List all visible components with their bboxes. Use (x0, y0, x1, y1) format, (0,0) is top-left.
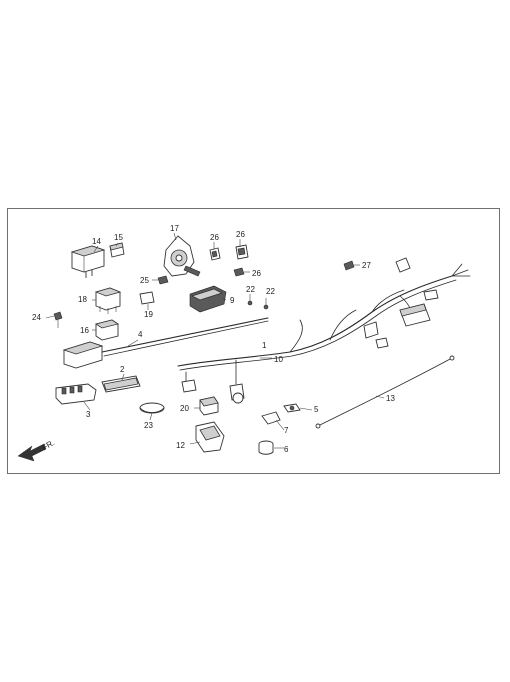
callout-26-b: 26 (236, 230, 245, 239)
part-12-bracket (195, 421, 225, 453)
callout-18: 18 (78, 295, 87, 304)
callout-23: 23 (144, 421, 153, 430)
callout-17: 17 (170, 224, 179, 233)
callout-9: 9 (230, 296, 235, 305)
callout-27: 27 (362, 261, 371, 270)
part-27-bolt (343, 260, 360, 271)
callout-1: 1 (262, 341, 267, 350)
callout-10: 10 (274, 355, 283, 364)
callout-22-a: 22 (246, 285, 255, 294)
callout-4: 4 (138, 330, 143, 339)
part-22-pin-b (263, 298, 269, 310)
callout-26-c: 26 (252, 269, 261, 278)
part-13-cable (315, 355, 455, 429)
callout-3: 3 (86, 410, 91, 419)
callout-2: 2 (120, 365, 125, 374)
part-26-connector-b (235, 244, 249, 260)
part-5-terminal (283, 403, 301, 413)
part-20-block (199, 396, 219, 416)
callout-16: 16 (80, 326, 89, 335)
leader-lines (45, 232, 385, 449)
callout-5: 5 (314, 405, 319, 414)
callout-24: 24 (32, 313, 41, 322)
part-22-pin-a (247, 294, 253, 306)
callout-22-b: 22 (266, 287, 275, 296)
part-7-cap (261, 411, 281, 425)
part-9-regulator (189, 285, 227, 313)
part-3-fuse-box (55, 383, 97, 405)
callout-25: 25 (140, 276, 149, 285)
part-4-battery-cable (62, 317, 269, 369)
part-10-main-harness (177, 257, 471, 404)
part-17-horn (163, 235, 201, 277)
part-18-relay (94, 287, 122, 314)
part-24-bolt (53, 311, 63, 328)
callout-19: 19 (144, 310, 153, 319)
part-2-switch (101, 375, 141, 393)
part-14-relay (70, 245, 106, 278)
part-23-clamp (139, 402, 165, 414)
callout-13: 13 (386, 394, 395, 403)
part-26-bolt (233, 267, 250, 277)
part-6-boot (258, 440, 274, 455)
front-direction-arrow-icon (17, 443, 47, 462)
callout-15: 15 (114, 233, 123, 242)
callout-26-a: 26 (210, 233, 219, 242)
callout-20: 20 (180, 404, 189, 413)
part-16-block (95, 319, 119, 341)
callout-7: 7 (284, 426, 289, 435)
direction-label: FR. (41, 438, 57, 452)
callout-6: 6 (284, 445, 289, 454)
part-19-cap (139, 291, 155, 305)
part-25-bolt (152, 275, 169, 285)
callout-14: 14 (92, 237, 101, 246)
callout-12: 12 (176, 441, 185, 450)
part-26-connector-a (209, 247, 221, 261)
part-15-connector (109, 242, 125, 258)
